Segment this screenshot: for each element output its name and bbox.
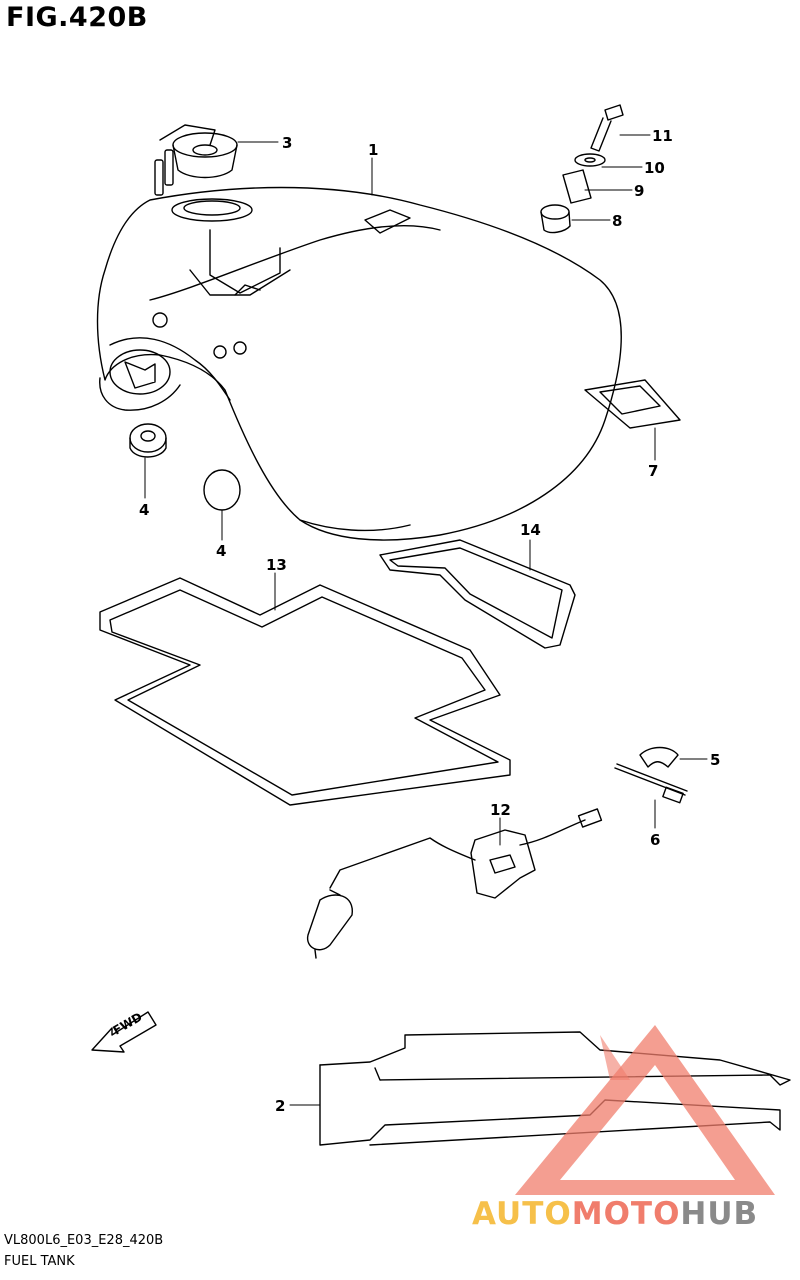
callout-4b: 4: [216, 542, 226, 560]
rubber-plugs: [129, 423, 241, 511]
tank-bracket: [584, 379, 681, 429]
figure-name: FUEL TANK: [4, 1254, 75, 1269]
fuel-gauge-sender: [306, 808, 603, 959]
fuel-cap: [154, 124, 238, 196]
bolt-and-bushings: [540, 104, 624, 234]
figure-title: FIG.420B: [6, 2, 148, 33]
figure-code: VL800L6_E03_E28_420B: [4, 1233, 164, 1248]
callout-13: 13: [266, 556, 287, 574]
callout-14: 14: [520, 521, 541, 539]
callout-11: 11: [652, 127, 673, 145]
leader-lines: [144, 134, 708, 1106]
callout-9: 9: [634, 182, 644, 200]
automotohub-logo-icon: [515, 1025, 775, 1195]
side-pad: [379, 539, 576, 649]
watermark-part-hub: HUB: [680, 1196, 759, 1232]
callout-2: 2: [275, 1097, 285, 1115]
watermark-part-moto: MOTO: [571, 1196, 681, 1232]
watermark-part-auto: AUTO: [472, 1196, 572, 1232]
tank-pad: [99, 577, 511, 806]
callout-8: 8: [612, 212, 622, 230]
callout-5: 5: [710, 751, 720, 769]
callout-12: 12: [490, 801, 511, 819]
callout-7: 7: [648, 462, 658, 480]
callout-3: 3: [282, 134, 292, 152]
fuel-tank: [96, 186, 622, 541]
fwd-arrow-icon: [91, 1011, 157, 1053]
callout-10: 10: [644, 159, 665, 177]
callout-4a: 4: [139, 501, 149, 519]
clamp-and-tie: [614, 746, 688, 804]
callout-6: 6: [650, 831, 660, 849]
watermark: AUTOMOTOHUB: [472, 1196, 758, 1232]
callout-1: 1: [368, 141, 378, 159]
